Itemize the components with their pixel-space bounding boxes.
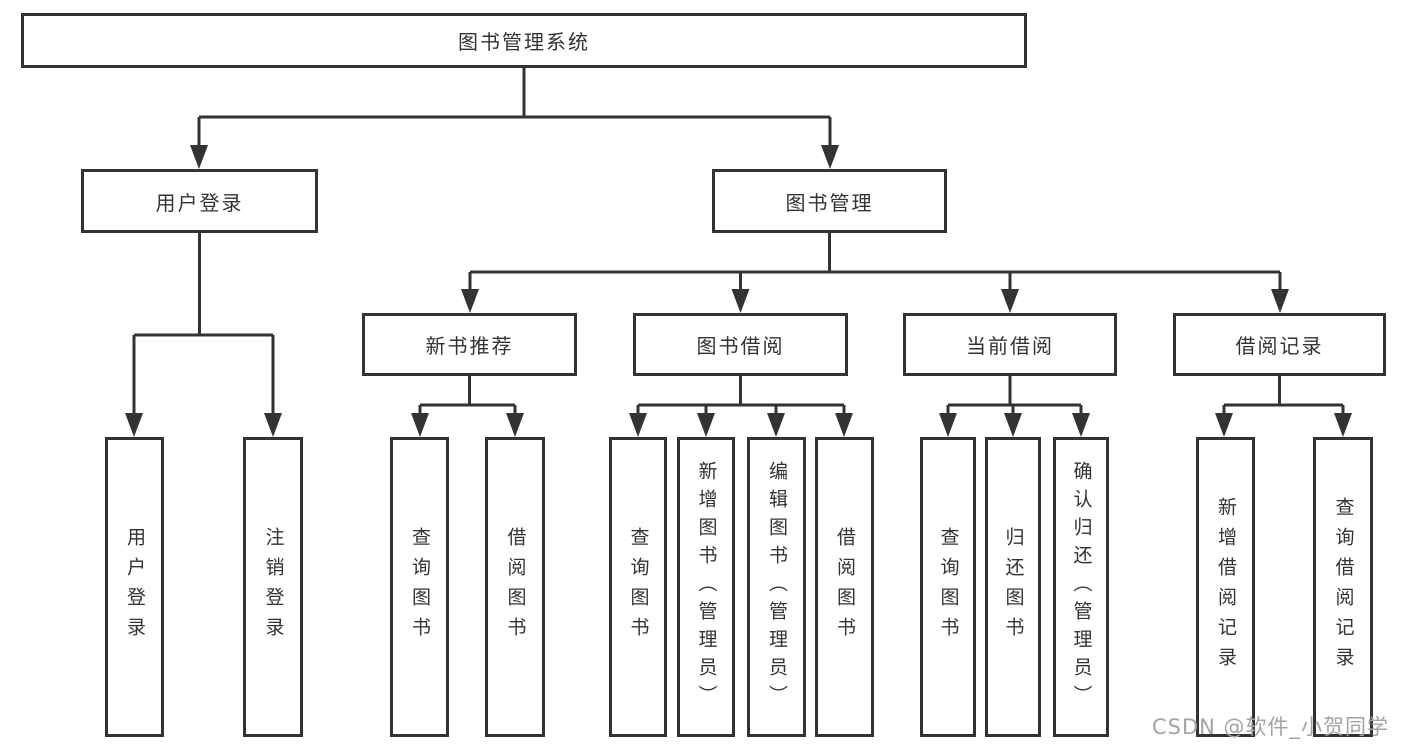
leaf-query-books-borrow: 查询图书 [609,437,667,737]
node-new-book-recommend: 新书推荐 [362,313,577,376]
leaf-borrow-books-recommend: 借阅图书 [485,437,545,737]
arrowhead-icons [125,145,1352,437]
leaf-confirm-return-admin: 确认归还（管理员） [1053,437,1109,737]
node-label: 查询借阅记录 [1332,497,1355,677]
node-current-borrow: 当前借阅 [903,313,1117,376]
node-label: 当前借阅 [966,334,1054,358]
node-root: 图书管理系统 [21,13,1027,68]
node-label: 图书管理 [785,190,874,215]
node-book-management: 图书管理 [712,169,947,233]
leaf-user-login: 用户登录 [105,437,164,737]
node-borrow-records: 借阅记录 [1173,313,1386,376]
leaf-logout: 注销登录 [243,437,303,737]
node-label: 借阅记录 [1235,334,1324,358]
node-label: 借阅图书 [504,527,527,647]
leaf-add-book-admin: 新增图书（管理员） [677,437,735,737]
leaf-query-borrow-record: 查询借阅记录 [1313,437,1373,737]
node-book-borrow: 图书借阅 [633,313,848,376]
node-label: 归还图书 [1002,527,1025,647]
node-label: 用户登录 [123,527,146,647]
leaf-return-books: 归还图书 [985,437,1041,737]
node-label: 图书借阅 [696,334,785,358]
node-label: 确认归还（管理员） [1070,461,1093,713]
leaf-query-books-recommend: 查询图书 [390,437,449,737]
leaf-borrow-books: 借阅图书 [815,437,874,737]
node-label: 新增图书（管理员） [695,461,718,713]
node-label: 借阅图书 [833,527,856,647]
node-label: 查询图书 [937,527,960,647]
watermark: CSDN @软件_小贺同学 [1152,715,1390,739]
node-label: 新书推荐 [425,334,514,358]
node-label: 图书管理系统 [458,30,590,54]
leaf-edit-book-admin: 编辑图书（管理员） [747,437,806,737]
node-label: 新增借阅记录 [1214,497,1237,677]
node-label: 用户登录 [155,190,244,215]
node-label: 查询图书 [408,527,431,647]
node-label: 注销登录 [262,527,285,647]
leaf-add-borrow-record: 新增借阅记录 [1196,437,1255,737]
node-label: 编辑图书（管理员） [765,461,788,713]
leaf-query-books-current: 查询图书 [920,437,976,737]
node-label: 查询图书 [627,527,650,647]
node-user-login: 用户登录 [81,169,318,233]
